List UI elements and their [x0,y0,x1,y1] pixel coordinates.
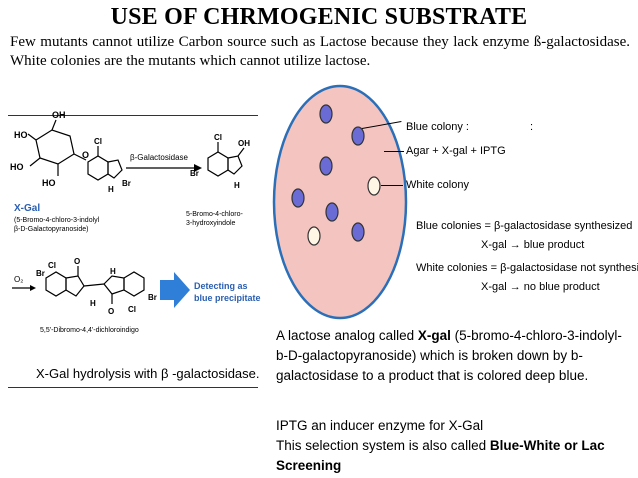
atom-h-1: H [108,185,114,194]
slide-title: USE OF CHRMOGENIC SUBSTRATE [110,4,528,30]
agar-pointer [384,151,404,152]
reaction-arrowhead-1 [194,164,202,172]
enzyme-label: β-Galactosidase [130,153,189,162]
colonies [291,104,381,246]
atom-h-4: H [110,267,116,276]
desc-post: (5-bromo-4-chloro-3-indolyl-b-D-galactop… [276,328,622,383]
atom-o-2: O [74,257,80,266]
xgal-full-line2: β-D-Galactopyranoside) [14,226,88,233]
atom-h-3: H [90,299,96,308]
atom-ho-3: HO [42,178,56,188]
xgal-label: X-Gal [14,203,40,214]
atom-cl-1: Cl [94,137,102,146]
iptg-line2: This selection system is also called Blu… [276,436,632,476]
blue-colony [291,188,305,208]
xgal-full-line1: (5-Bromo-4-chloro-3-indolyl [14,217,100,224]
white-colony-pointer [381,185,403,186]
atom-oh-2: OH [238,139,250,148]
label-colon-mark: : [530,121,534,133]
atom-br-3: Br [36,269,45,278]
intro-paragraph: Few mutants cannot utilize Carbon source… [10,34,630,69]
detect-label-line1: Detecting as [194,281,248,291]
atom-br-2: Br [190,169,199,178]
label-white-colony: White colony [406,179,469,191]
bottom-rule [8,387,258,388]
iptg-line1: IPTG an inducer enzyme for X-Gal [276,418,484,433]
product1-line1: 5-Bromo-4-chloro- [186,211,243,218]
label-agar: Agar + X-gal + IPTG [406,145,506,157]
blue-colony [319,156,333,176]
label-white-product: X-gal → no blue product [481,281,600,293]
detect-label-line2: blue precipitate [194,293,261,303]
atom-cl-4: Cl [128,305,136,314]
label-white-eq: White colonies = β-galactosidase not syn… [416,262,638,274]
white-colony [367,176,381,196]
reaction-arrowhead-2 [30,285,36,291]
iptg-note: IPTG an inducer enzyme for X-Gal This se… [276,416,632,476]
atom-oh-1: OH [52,110,66,120]
blue-colony [319,104,333,124]
iptg-line2-bold: Blue-White or Lac Screening [276,438,605,473]
blue-colony [351,222,365,242]
iptg-line2-pre: This selection system is also called [276,438,490,453]
atom-o-1: O [82,150,89,160]
atom-ho-1: HO [14,130,28,140]
indigo-name: 5,5'-Dibromo-4,4'-dichloroindigo [40,327,139,334]
atom-o-3: O [108,307,114,316]
indole-ring-1 [87,146,123,181]
indole-ring-2 [207,142,245,177]
atom-br-1: Br [122,179,131,188]
product1-line2: 3-hydroxyindole [186,220,236,227]
reaction-diagram: HO OH HO HO O Cl Br H X-Gal (5-Bromo-4-c… [10,110,261,334]
indigo-dimer [45,266,145,304]
plate [272,84,408,320]
atom-br-4: Br [148,293,157,302]
reaction-caption: X-Gal hydrolysis with β -galactosidase. [36,366,260,381]
white-colony [307,226,321,246]
xgal-description: A lactose analog called X-gal (5-bromo-4… [276,326,632,386]
blue-colony [325,202,339,222]
top-rule [8,115,258,116]
atom-cl-3: Cl [48,261,56,270]
atom-cl-2: Cl [214,133,222,142]
oxidant-label: O₂ [14,275,23,284]
label-blue-product: X-gal → blue product [481,239,585,251]
desc-bold: X-gal [417,328,451,343]
petri-dish [272,84,408,320]
atom-ho-2: HO [10,162,24,172]
detect-arrow-icon [160,272,190,308]
label-blue-eq: Blue colonies = β-galactosidase synthesi… [416,220,633,232]
desc-pre: A lactose analog called [276,328,418,343]
blue-colony [351,126,365,146]
galactose-ring [27,119,87,176]
atom-h-2: H [234,181,240,190]
label-blue-colony: Blue colony : [406,121,469,133]
